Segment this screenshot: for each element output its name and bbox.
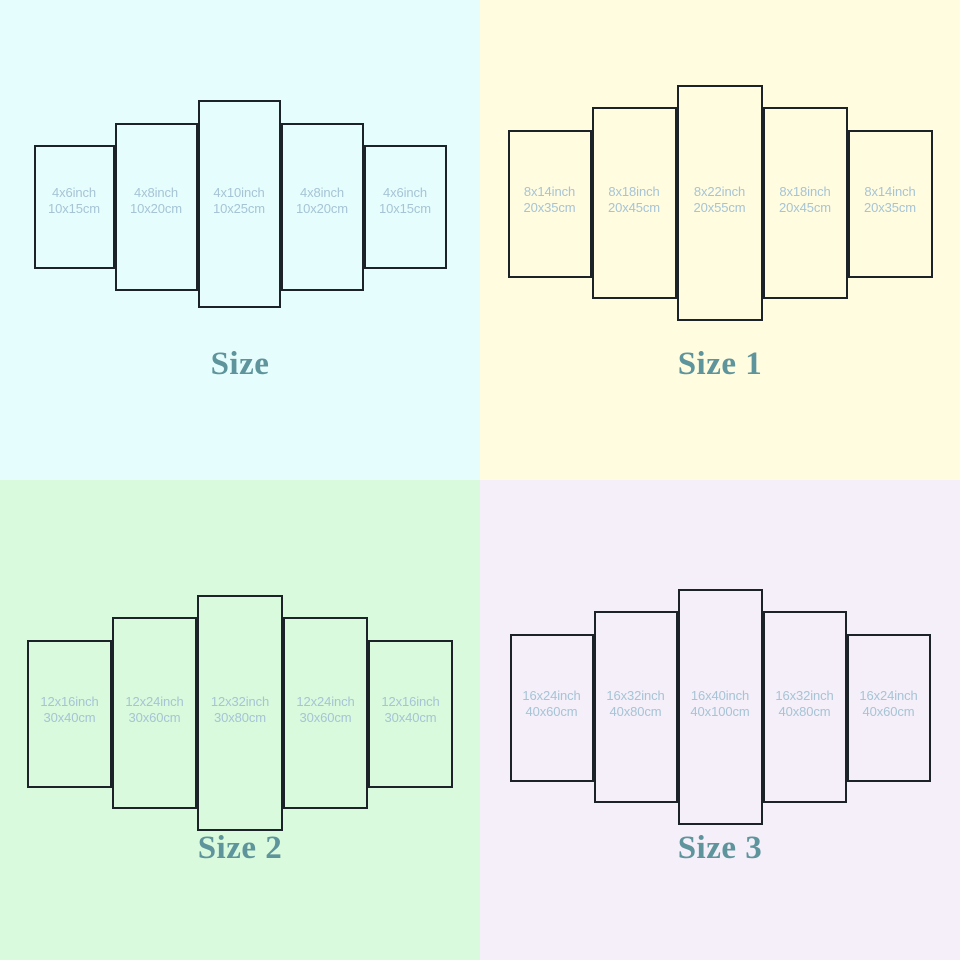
panel-size-inch: 4x6inch xyxy=(382,185,428,200)
panel-size-cm: 10x15cm xyxy=(378,200,432,216)
size-option-title: Size xyxy=(210,346,270,382)
panel-size-inch: 12x24inch xyxy=(296,694,355,709)
panel-size-inch: 8x14inch xyxy=(864,184,916,199)
size-option-title: Size 2 xyxy=(197,830,283,866)
panel-size-inch: 16x40inch xyxy=(690,688,750,703)
panel-size-cm: 10x15cm xyxy=(47,200,101,216)
panel-size-inch: 4x10inch xyxy=(213,185,265,200)
panel-size-cm: 30x80cm xyxy=(213,709,267,725)
panel-size-inch: 16x24inch xyxy=(522,688,581,703)
panel-size-inch: 12x24inch xyxy=(125,694,184,709)
panel-size-cm: 10x20cm xyxy=(129,200,183,216)
panel-size-cm: 30x40cm xyxy=(43,709,96,725)
size-option-title: Size 3 xyxy=(677,830,763,866)
panel-size-cm: 30x60cm xyxy=(128,709,181,725)
panel-size-cm: 20x35cm xyxy=(863,199,917,215)
panel-size-inch: 8x18inch xyxy=(779,184,831,199)
panel-size-cm: 40x60cm xyxy=(525,703,578,719)
panel-size-cm: 40x80cm xyxy=(609,703,662,719)
panel-size-inch: 4x8inch xyxy=(299,185,345,200)
panel-size-inch: 12x16inch xyxy=(40,694,99,709)
panel-size-cm: 10x20cm xyxy=(295,200,349,216)
panel-size-inch: 12x16inch xyxy=(381,694,440,709)
panel-size-inch: 4x6inch xyxy=(51,185,97,200)
panel-size-inch: 4x8inch xyxy=(133,185,179,200)
panel-size-cm: 40x100cm xyxy=(690,703,750,719)
size-option-title: Size 1 xyxy=(677,346,763,382)
panel-size-cm: 30x40cm xyxy=(384,709,437,725)
panel-size-inch: 8x18inch xyxy=(608,184,660,199)
panel-size-inch: 16x32inch xyxy=(775,688,834,703)
panel-size-cm: 40x60cm xyxy=(862,703,915,719)
panel-size-inch: 8x22inch xyxy=(693,184,746,199)
panel-size-inch: 8x14inch xyxy=(523,184,576,199)
panel-size-cm: 30x60cm xyxy=(299,709,352,725)
panel-size-cm: 20x35cm xyxy=(523,199,576,215)
panel-size-inch: 16x32inch xyxy=(606,688,665,703)
panel-size-cm: 20x45cm xyxy=(778,199,832,215)
panel-size-cm: 10x25cm xyxy=(212,200,266,216)
panel-size-cm: 20x55cm xyxy=(693,199,746,215)
panel-size-cm: 40x80cm xyxy=(778,703,831,719)
panel-size-inch: 12x32inch xyxy=(210,694,270,709)
panel-size-inch: 16x24inch xyxy=(859,688,918,703)
panel-size-cm: 20x45cm xyxy=(607,199,661,215)
